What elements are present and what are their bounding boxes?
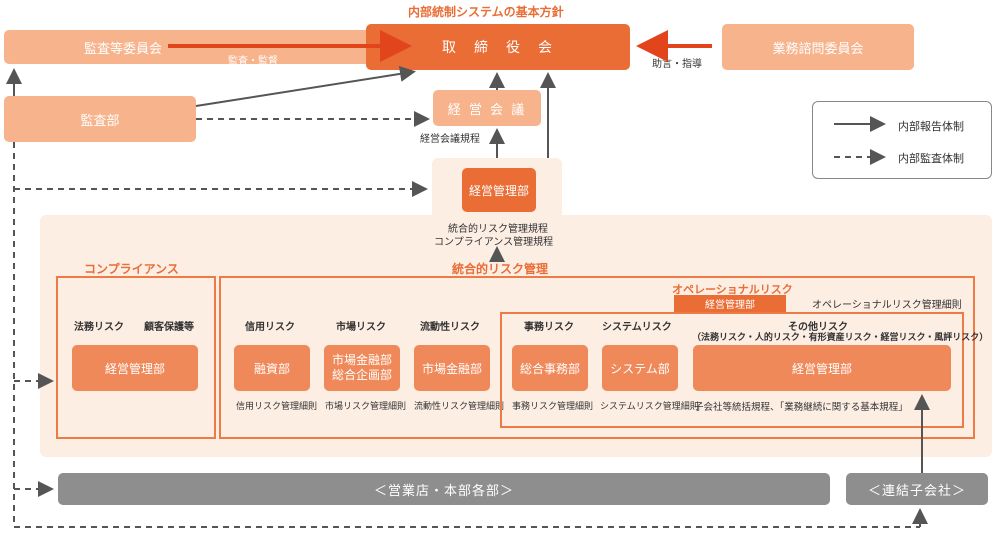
liquidity-risk-label: 流動性リスク: [420, 322, 480, 333]
management-dept-label: 経営管理部: [468, 183, 529, 198]
other-box-label: 経営管理部: [791, 361, 852, 376]
audit-dept-label: 監査部: [80, 113, 120, 129]
subsidiaries-label: ＜連結子会社＞: [867, 483, 966, 499]
credit-box: 融資部: [234, 345, 310, 391]
operational-title: オペレーショナルリスク: [672, 283, 793, 296]
admin-box-label: 総合事務部: [519, 361, 580, 376]
admin-box: 総合事務部: [512, 345, 588, 391]
management-meeting-rules: 経営会議規程: [420, 134, 480, 145]
liquidity-box: 市場金融部: [414, 345, 490, 391]
market-risk-label: 市場リスク: [336, 322, 386, 333]
operational-tag: 経営管理部: [674, 295, 786, 312]
other-rule: 子会社等統括規程、「業務継続に関する基本規程」: [694, 402, 908, 413]
top-rule-1: 統合的リスク管理規程: [448, 224, 548, 235]
audit-dept-to-board: [195, 65, 416, 107]
compliance-title: コンプライアンス: [84, 262, 179, 276]
advisory-committee-label: 業務諮問委員会: [772, 41, 864, 57]
management-dept-box: 経営管理部: [462, 168, 536, 212]
legend-box: [812, 101, 992, 179]
market-rule: 市場リスク管理細則: [325, 402, 407, 412]
risk-panel: [40, 215, 992, 457]
market-box: 市場金融部 総合企画部: [324, 345, 400, 391]
credit-risk-label: 信用リスク: [245, 322, 295, 333]
compliance-risk-legal: 法務リスク: [74, 322, 124, 333]
compliance-frame: [56, 276, 216, 439]
other-risk-label: その他リスク: [788, 322, 848, 333]
page-title: 内部統制システムの基本方針: [408, 5, 564, 19]
liquidity-rule: 流動性リスク管理細則: [414, 402, 505, 412]
audit-committee-label: 監査等委員会: [84, 41, 163, 57]
market-box-line-1: 市場金融部: [331, 353, 392, 367]
system-risk-label: システムリスク: [602, 322, 672, 333]
legend-report-label: 内部報告体制: [898, 120, 964, 133]
management-meeting-box: 経 営 会 議: [433, 90, 541, 126]
branches-bar: ＜営業店・本部各部＞: [58, 473, 830, 505]
management-meeting-label: 経 営 会 議: [447, 102, 527, 118]
compliance-box: 経営管理部: [72, 345, 198, 391]
liquidity-box-label: 市場金融部: [421, 361, 482, 376]
integrated-risk-title: 統合的リスク管理: [452, 262, 549, 276]
top-rule-2: コンプライアンス管理規程: [434, 237, 554, 248]
audit-supervise-label: 監査・監督: [228, 56, 278, 67]
admin-risk-label: 事務リスク: [524, 322, 574, 333]
other-risk-sub: （法務リスク・人的リスク・有形資産リスク・経営リスク・風評リスク）: [692, 333, 989, 343]
advice-label: 助言・指導: [652, 59, 702, 70]
integrated-risk-frame: [219, 276, 975, 439]
operational-frame: [500, 312, 964, 428]
legend-audit-label: 内部監査体制: [898, 152, 964, 165]
branches-label: ＜営業店・本部各部＞: [373, 483, 514, 499]
compliance-risk-customer: 顧客保護等: [144, 322, 194, 333]
compliance-box-label: 経営管理部: [104, 361, 165, 376]
admin-rule: 事務リスク管理細則: [512, 402, 594, 412]
operational-tag-label: 経営管理部: [705, 300, 755, 311]
audit-dept-box: 監査部: [4, 96, 196, 142]
other-box: 経営管理部: [693, 345, 951, 391]
operational-rule: オペレーショナルリスク管理細則: [812, 300, 962, 311]
subsidiaries-bar: ＜連結子会社＞: [846, 473, 988, 505]
market-box-line-2: 総合企画部: [331, 368, 392, 382]
system-rule: システムリスク管理細則: [600, 402, 699, 412]
board-label: 取 締 役 会: [442, 40, 554, 56]
system-box-label: システム部: [610, 361, 670, 376]
advisory-committee-box: 業務諮問委員会: [722, 24, 914, 70]
system-box: システム部: [602, 345, 678, 391]
credit-rule: 信用リスク管理細則: [236, 402, 318, 412]
credit-box-label: 融資部: [253, 361, 290, 376]
